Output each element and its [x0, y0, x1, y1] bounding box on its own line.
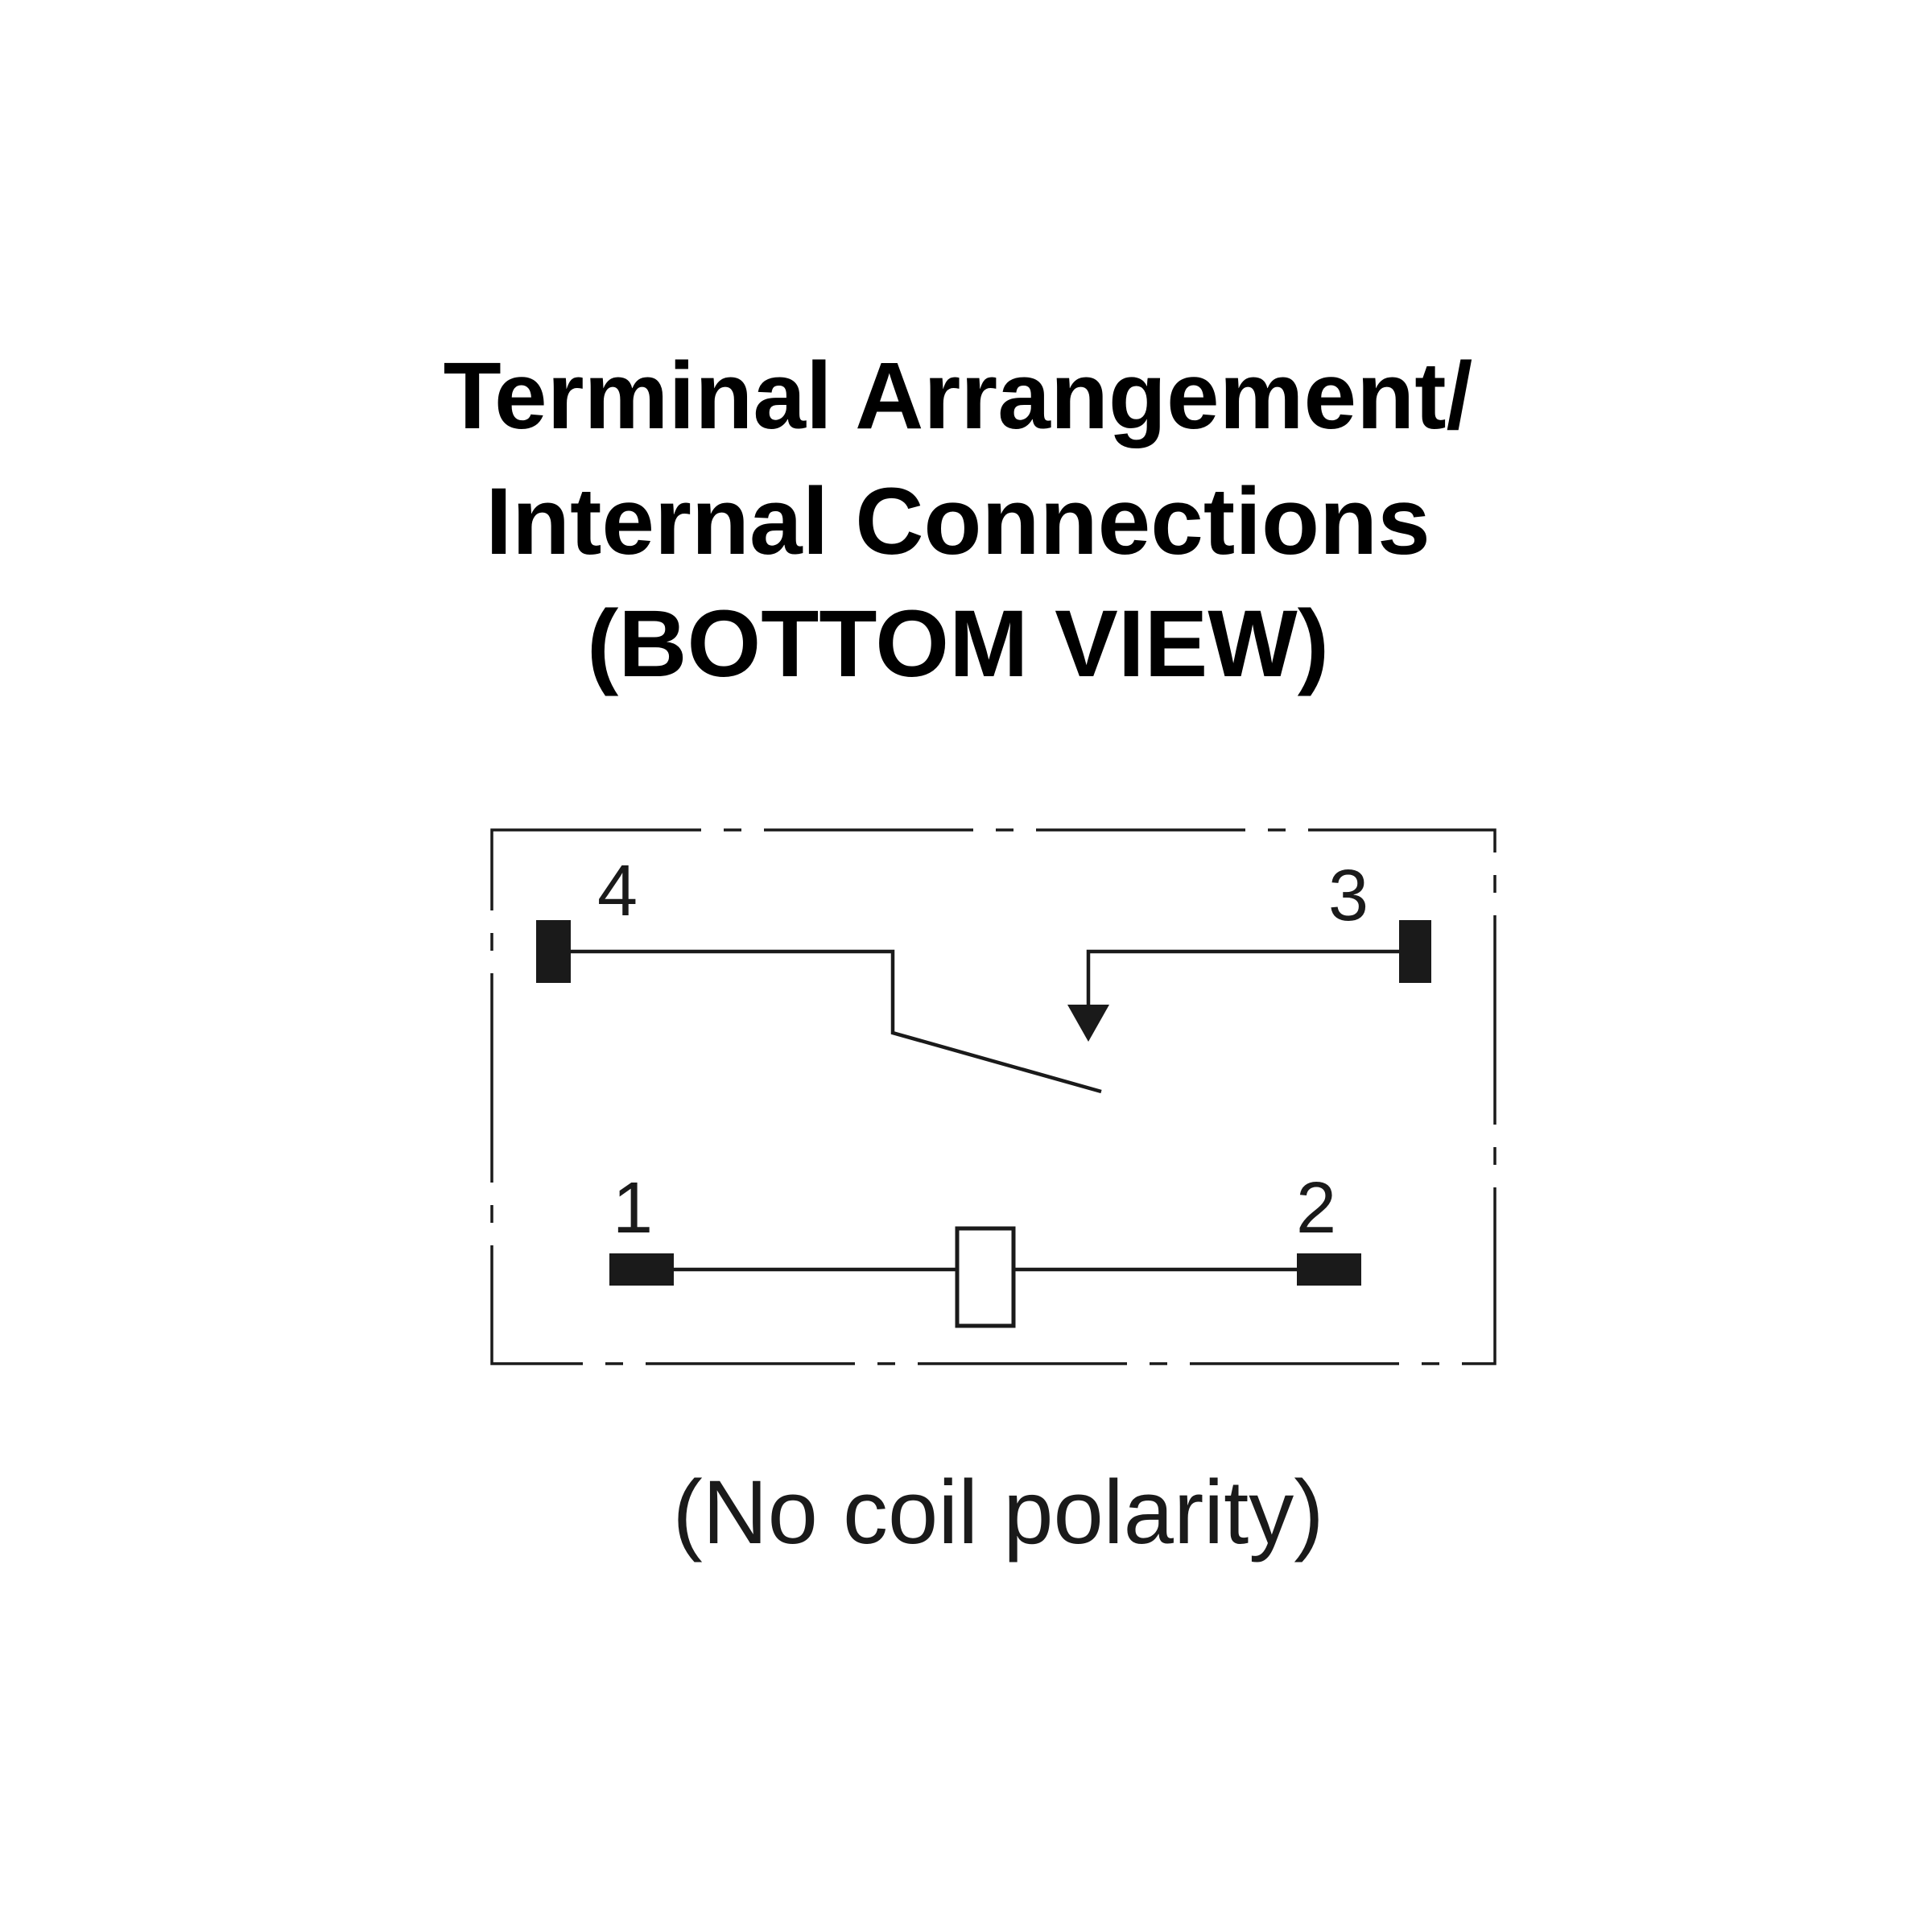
terminal-2-label: 2 [1296, 1168, 1336, 1249]
terminal-1-label: 1 [613, 1168, 653, 1249]
coil-symbol [955, 1226, 1016, 1328]
terminal-2-pad [1297, 1253, 1361, 1286]
title-line-2: Internal Connections [485, 469, 1430, 575]
terminal-1-pad [609, 1253, 674, 1286]
terminal-4-pad [536, 920, 571, 983]
contact-lead-3 [1086, 949, 1399, 1005]
contact-arm-4 [571, 949, 1102, 1094]
title-line-1: Terminal Arrangement/ [444, 343, 1473, 449]
terminal-3-label: 3 [1328, 856, 1368, 936]
terminal-4-label: 4 [597, 851, 638, 931]
package-outline [490, 828, 1496, 1365]
title-line-3: (BOTTOM VIEW) [587, 591, 1329, 697]
contact-arrow-icon [1067, 1005, 1109, 1042]
terminal-3-pad [1399, 920, 1431, 983]
coil-polarity-note: (No coil polarity) [672, 1462, 1323, 1563]
